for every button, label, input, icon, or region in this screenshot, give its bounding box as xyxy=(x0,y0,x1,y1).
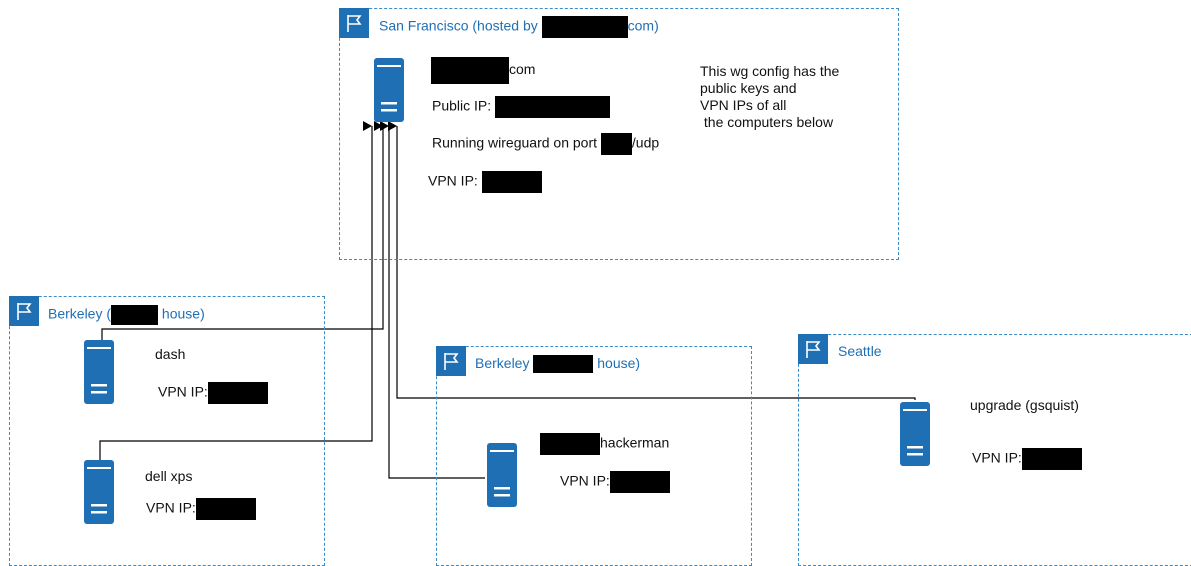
vpn-ip-label: VPN IP: xyxy=(158,383,208,400)
redaction-block xyxy=(207,382,268,404)
node-name-dash: dash xyxy=(155,346,186,362)
flag-icon xyxy=(798,334,828,364)
note-line: This wg config has the xyxy=(700,63,840,79)
redaction-block xyxy=(431,57,509,84)
group-title-berkeley-left: Berkeley ( house) xyxy=(48,305,205,325)
edge-dell-to-sf xyxy=(99,121,373,460)
vpn-ip-label: VPN IP: xyxy=(972,449,1022,466)
vpn-ip-row-dash: VPN IP: xyxy=(158,382,268,404)
port-suffix: /udp xyxy=(631,134,660,151)
redaction-block xyxy=(541,16,628,38)
node-name-upgrade: upgrade (gsquist) xyxy=(970,397,1079,413)
config-note: This wg config has the public keys and V… xyxy=(700,63,839,131)
vpn-ip-row-hackerman: VPN IP: xyxy=(560,471,670,493)
note-line: the computers below xyxy=(700,114,834,130)
group-berkeley-middle xyxy=(436,346,752,566)
group-title-prefix: Berkeley ( xyxy=(48,305,112,322)
port-row: Running wireguard on port /udp xyxy=(432,133,659,155)
redaction-block xyxy=(481,171,542,193)
note-line: public keys and xyxy=(700,80,797,96)
vpn-ip-label: VPN IP: xyxy=(560,472,610,489)
group-title-suffix: house) xyxy=(158,305,205,322)
server-icon xyxy=(84,460,114,524)
vpn-ip-row-upgrade: VPN IP: xyxy=(972,448,1082,470)
group-title-prefix: Berkeley xyxy=(475,355,534,371)
redaction-block xyxy=(540,433,600,455)
note-line: VPN IPs of all xyxy=(700,97,787,113)
port-label: Running wireguard on port xyxy=(432,134,597,151)
vpn-ip-row-dell-xps: VPN IP: xyxy=(146,498,256,520)
redaction-block xyxy=(533,355,594,374)
node-name-hackerman: hackerman xyxy=(540,433,669,455)
node-name-suffix: hackerman xyxy=(600,434,670,451)
vpn-ip-label: VPN IP: xyxy=(146,499,196,516)
server-icon xyxy=(487,443,517,507)
group-title-suffix: house) xyxy=(593,355,641,371)
vpn-ip-label: VPN IP: xyxy=(428,172,478,189)
group-title-san-francisco: San Francisco (hosted by com) xyxy=(379,16,659,38)
group-title-berkeley-middle: Berkeley house) xyxy=(475,355,641,374)
group-san-francisco xyxy=(339,8,899,260)
public-ip-row: Public IP: xyxy=(432,96,611,118)
group-title-prefix: San Francisco (hosted by xyxy=(379,17,542,34)
redaction-block xyxy=(600,133,632,155)
redaction-block xyxy=(1021,448,1082,470)
redaction-block xyxy=(195,498,256,520)
group-title-suffix: com) xyxy=(627,17,659,34)
server-icon xyxy=(374,58,404,122)
redaction-block xyxy=(495,96,611,118)
flag-icon xyxy=(436,346,466,376)
node-name-dell-xps: dell xps xyxy=(145,468,193,484)
redaction-block xyxy=(111,305,159,325)
group-berkeley-left xyxy=(9,296,325,566)
server-name-sf: com xyxy=(431,57,535,84)
edge-upgrade-to-sf xyxy=(388,121,916,400)
group-title-seattle: Seattle xyxy=(838,343,882,359)
edge-dash-to-sf xyxy=(101,121,384,340)
redaction-block xyxy=(609,471,670,493)
edge-hacker-to-sf xyxy=(380,121,485,479)
server-icon xyxy=(84,340,114,404)
flag-icon xyxy=(9,296,39,326)
server-icon xyxy=(900,402,930,466)
vpn-ip-row-sf: VPN IP: xyxy=(428,171,542,193)
public-ip-label: Public IP: xyxy=(432,97,492,114)
server-name-suffix: com xyxy=(509,61,536,78)
flag-icon xyxy=(339,8,369,38)
